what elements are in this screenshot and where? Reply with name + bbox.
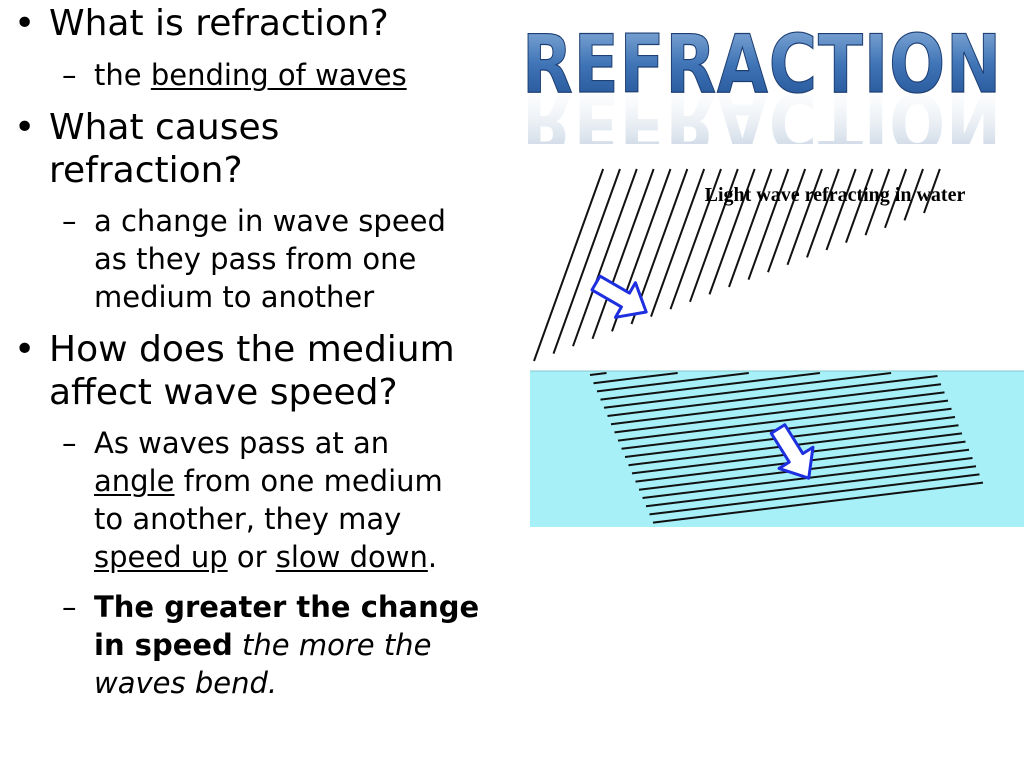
wavefront-line bbox=[864, 168, 891, 236]
wavefront-line bbox=[552, 168, 621, 354]
bullet-text-line1: What causes bbox=[49, 107, 280, 148]
sub-text-line1: As waves pass at an bbox=[94, 426, 390, 460]
underlined-speed-up: speed up bbox=[94, 540, 228, 574]
wavefront-line bbox=[600, 372, 821, 401]
wavefront-line bbox=[669, 168, 722, 310]
bold-text-line1: The greater the change bbox=[94, 590, 480, 624]
refraction-svg: Light wave refracting in water bbox=[530, 168, 1024, 527]
bullet-text-line2: refraction? bbox=[49, 150, 243, 191]
dash-marker: – bbox=[62, 204, 77, 238]
wavefront-line bbox=[747, 168, 790, 280]
wavefront-line bbox=[607, 375, 938, 417]
sub-text-line3: medium to another bbox=[94, 280, 375, 314]
sub-text-line1: a change in wave speed bbox=[94, 204, 446, 238]
wavefront-line bbox=[825, 168, 857, 251]
wavefront-line bbox=[603, 372, 892, 409]
italic-text-line3: waves bend. bbox=[94, 666, 278, 700]
dash-marker: – bbox=[62, 58, 77, 92]
wavefront-line bbox=[786, 168, 823, 266]
title-reflection: REFRACTION bbox=[522, 75, 1002, 144]
bold-text-line2: in speed bbox=[94, 628, 233, 662]
slide-title: REFRACTION REFRACTION bbox=[512, 14, 1012, 168]
wavefront-line bbox=[806, 168, 840, 258]
bullet-text: What is refraction? bbox=[49, 3, 389, 44]
sub-text-line3: to another, they may bbox=[94, 502, 402, 536]
wavefront-line bbox=[617, 399, 949, 442]
wavefront-line bbox=[572, 168, 638, 347]
water-region bbox=[530, 371, 1024, 527]
bullet-marker: • bbox=[14, 107, 36, 148]
refracted-arrow-icon bbox=[769, 423, 815, 480]
refraction-diagram: Light wave refracting in water bbox=[530, 165, 1024, 527]
refracted-wavefronts bbox=[589, 372, 984, 524]
wavefront-line bbox=[923, 168, 941, 214]
dash-marker: – bbox=[62, 590, 77, 624]
dash-marker: – bbox=[62, 426, 77, 460]
wavefront-line bbox=[884, 168, 908, 229]
wavefront-line bbox=[649, 473, 980, 516]
wavefront-line bbox=[591, 168, 655, 340]
wavefront-line bbox=[652, 481, 984, 524]
bullet-text-line1: How does the medium bbox=[49, 329, 455, 370]
wavefront-line bbox=[728, 168, 773, 288]
wavefront-line bbox=[767, 168, 807, 273]
sub-text: the bbox=[94, 58, 151, 92]
bullet-text-line2: affect wave speed? bbox=[49, 372, 398, 413]
wavefront-line bbox=[610, 383, 942, 426]
underlined-slow-down: slow down bbox=[275, 540, 428, 574]
wavefront-line bbox=[596, 372, 749, 393]
wavefront-line bbox=[708, 168, 756, 295]
underlined-term: bending of waves bbox=[150, 58, 407, 92]
bullet-marker: • bbox=[14, 329, 36, 370]
sub-text-or: or bbox=[227, 540, 276, 574]
figure-caption: Light wave refracting in water bbox=[705, 184, 966, 206]
underlined-angle: angle bbox=[94, 464, 175, 498]
wavefront-line bbox=[689, 168, 739, 303]
incident-arrow-icon bbox=[590, 274, 648, 319]
wavefront-line bbox=[589, 372, 607, 376]
sub-text-line2: as they pass from one bbox=[94, 242, 417, 276]
sub-text-period: . bbox=[427, 540, 438, 574]
title-wordart: REFRACTION REFRACTION bbox=[521, 17, 1002, 168]
bullet-marker: • bbox=[14, 3, 36, 44]
italic-text-line2: the more the bbox=[232, 628, 432, 662]
wavefront-line bbox=[845, 168, 874, 243]
wavefront-line bbox=[645, 465, 977, 508]
wavefront-line bbox=[650, 168, 706, 317]
wavefront-line bbox=[614, 391, 945, 434]
wavefront-line bbox=[533, 168, 605, 362]
sub-text-line2: from one medium bbox=[174, 464, 443, 498]
wavefront-line bbox=[903, 168, 924, 221]
wavefront-line bbox=[593, 372, 678, 385]
title-text: REFRACTION bbox=[522, 18, 1002, 111]
